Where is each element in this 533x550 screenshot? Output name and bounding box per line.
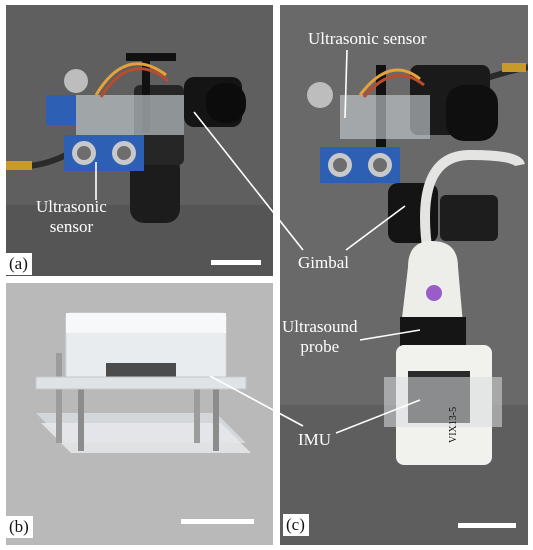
panel-a: Ultrasonic sensor (a) bbox=[6, 5, 273, 276]
ultrasonic-sensor-a-line1: Ultrasonic bbox=[36, 197, 107, 216]
scale-bar-a bbox=[211, 260, 261, 265]
probe-marking: VIX13-5 bbox=[448, 406, 459, 443]
ultrasound-probe-line2: probe bbox=[300, 337, 340, 356]
panel-c-photo bbox=[280, 5, 528, 545]
panel-c-label: (c) bbox=[283, 514, 309, 536]
scale-bar-c bbox=[458, 523, 516, 528]
ultrasonic-sensor-a-label: Ultrasonic sensor bbox=[36, 197, 107, 237]
imu-label: IMU bbox=[298, 430, 332, 449]
gimbal-label: Gimbal bbox=[298, 253, 349, 272]
scale-bar-b bbox=[181, 519, 254, 524]
panel-c: Ultrasonic sensor Gimbal Ultrasound prob… bbox=[280, 5, 528, 545]
ultrasound-probe-label: Ultrasound probe bbox=[282, 317, 358, 357]
panel-b-photo bbox=[6, 283, 273, 545]
panel-b: (b) bbox=[6, 283, 273, 545]
panel-a-label: (a) bbox=[6, 253, 32, 275]
ultrasonic-sensor-a-line2: sensor bbox=[49, 217, 94, 236]
ultrasound-probe-line1: Ultrasound bbox=[282, 317, 358, 336]
panel-b-label: (b) bbox=[6, 516, 33, 538]
ultrasonic-sensor-c-label: Ultrasonic sensor bbox=[308, 29, 427, 48]
